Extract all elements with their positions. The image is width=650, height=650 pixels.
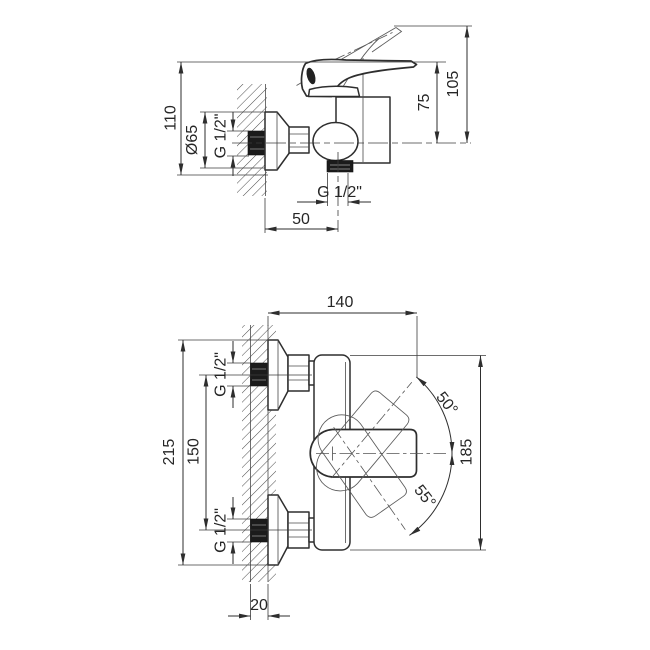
- dim-150-label: 150: [186, 438, 203, 465]
- top-thread: [250, 362, 269, 387]
- dim-55deg-label: 55°: [410, 482, 438, 512]
- dim-215-label: 215: [161, 439, 178, 466]
- top-hex-nut: [287, 354, 310, 392]
- bottom-connector: [250, 494, 316, 566]
- front-view: 140 215 150 G 1/2" G 1/2" 185 50° 55° 20: [161, 294, 486, 620]
- dim-g12-top-label: G 1/2": [213, 352, 230, 397]
- dim-wall-to-outlet-label: 50: [292, 211, 310, 228]
- bottom-thread: [250, 518, 269, 543]
- flange-cone: [264, 111, 291, 171]
- dim-50deg-label: 50°: [432, 389, 460, 419]
- shower-outlet: [326, 160, 354, 173]
- dim-185-label: 185: [459, 439, 476, 466]
- dim-total-height-label: 110: [163, 105, 180, 131]
- dim-g12-bottom-label: G 1/2": [213, 508, 230, 553]
- dim-handle-height-label: 75: [416, 94, 433, 112]
- dim-140-label: 140: [327, 294, 354, 311]
- dim-20-label: 20: [250, 597, 268, 614]
- outlet-thread: [326, 160, 354, 173]
- dim-outlet-thread-label: G 1/2": [317, 184, 362, 201]
- diverter-knob: [312, 121, 359, 162]
- dim-handle-raised-label: 105: [445, 71, 462, 98]
- dim-inlet-thread-label: G 1/2": [213, 114, 230, 159]
- angle-arc: [409, 376, 455, 536]
- dim-flange-diameter-label: Ø65: [184, 125, 201, 155]
- handle-grip-cap: [306, 67, 316, 85]
- lever-handle: [300, 58, 418, 98]
- wall-connector: [247, 111, 310, 171]
- side-view: 110 Ø65 G 1/2" 75 105 G 1/2" 50: [163, 25, 472, 233]
- side-view-dimensions: 110 Ø65 G 1/2" 75 105 G 1/2" 50: [163, 25, 472, 233]
- cartridge-collar: [307, 85, 361, 98]
- hex-nut: [288, 126, 310, 154]
- handle-down-position: [317, 414, 407, 530]
